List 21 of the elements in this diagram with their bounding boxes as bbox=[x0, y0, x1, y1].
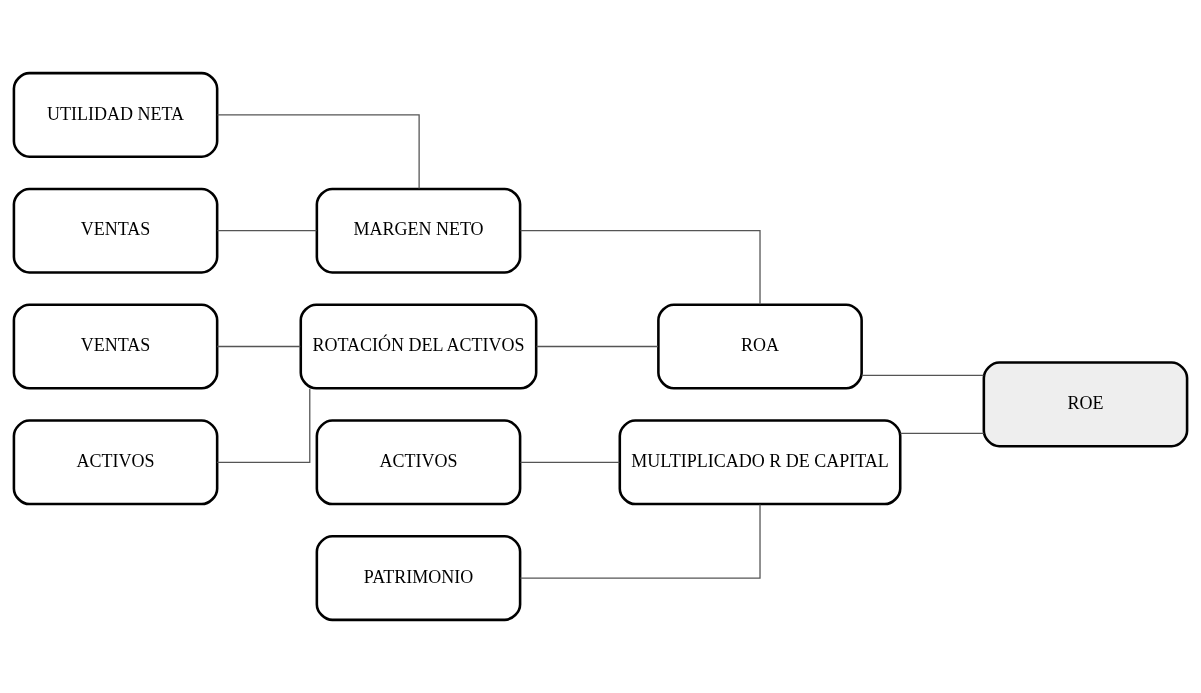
connector bbox=[519, 461, 620, 463]
node-box: PATRIMONIO bbox=[315, 534, 522, 622]
node-box: ROTACIÓN DEL ACTIVOS bbox=[299, 303, 538, 390]
node-box: MULTIPLICADO R DE CAPITAL bbox=[618, 419, 902, 506]
node-box: VENTAS bbox=[12, 187, 219, 274]
node-box: ACTIVOS bbox=[315, 419, 522, 506]
connector bbox=[519, 230, 761, 305]
node-box: VENTAS bbox=[12, 303, 219, 390]
node-box: UTILIDAD NETA bbox=[12, 71, 219, 159]
connector bbox=[216, 114, 420, 190]
connector bbox=[216, 230, 318, 232]
node-box: ROA bbox=[657, 303, 863, 390]
connector bbox=[861, 374, 985, 377]
node-box: ACTIVOS bbox=[12, 419, 219, 506]
connector bbox=[535, 345, 659, 348]
connector bbox=[216, 345, 301, 348]
node-box: MARGEN NETO bbox=[315, 187, 522, 274]
connector bbox=[899, 432, 985, 434]
connector bbox=[519, 503, 761, 579]
node-box: ROE bbox=[982, 361, 1189, 448]
connector bbox=[216, 388, 311, 463]
